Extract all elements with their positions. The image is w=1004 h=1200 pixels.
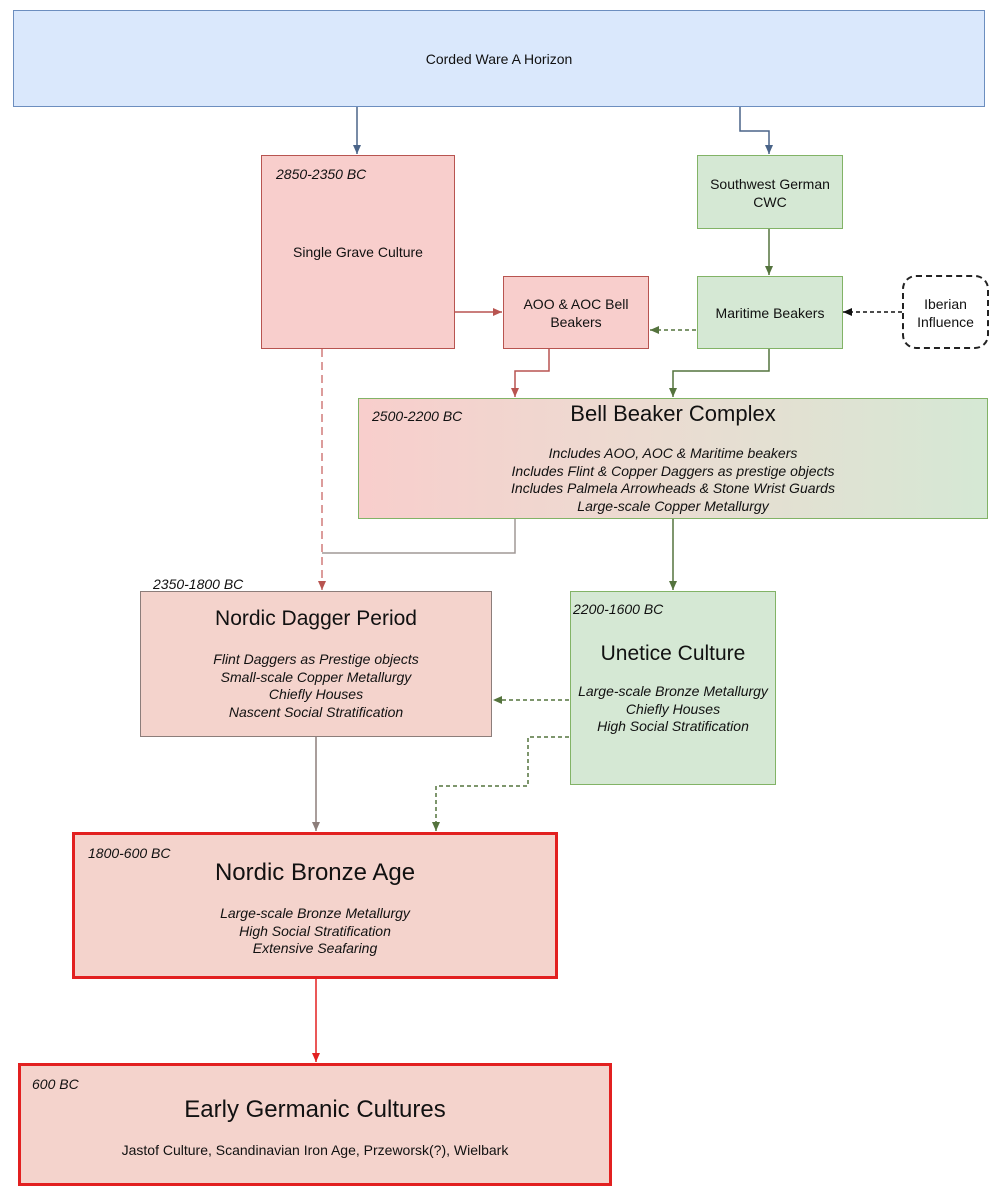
nordic-dagger-line-3: Chiefly Houses (268, 686, 364, 702)
bell-beaker-line-4: Large-scale Copper Metallurgy (577, 497, 769, 514)
nordic-dagger-line-4: Nascent Social Stratification (228, 703, 404, 720)
nordic-dagger-title: Nordic Dagger Period (215, 607, 417, 630)
nordic-dagger-line-1: Flint Daggers as Prestige objects (213, 651, 419, 667)
connector-unetice-nordicbronze (432, 736, 569, 831)
connector-aoo-bellbeaker (511, 349, 550, 397)
unetice-box[interactable]: 2200-1600 BC Unetice Culture Large-scale… (570, 591, 776, 785)
maritime-box[interactable]: Maritime Beakers (697, 276, 843, 349)
southwest-german-label-2: CWC (753, 194, 787, 210)
nordic-bronze-box[interactable]: 1800-600 BC Nordic Bronze Age Large-scal… (72, 832, 558, 979)
aoo-aoc-box[interactable]: AOO & AOC Bell Beakers (503, 276, 649, 349)
connector-bellbeaker-nordicdagger (322, 519, 516, 554)
unetice-line-2: Chiefly Houses (625, 700, 721, 717)
nordic-bronze-title: Nordic Bronze Age (214, 859, 416, 886)
unetice-line-1: Large-scale Bronze Metallurgy (578, 683, 768, 699)
southwest-german-box[interactable]: Southwest German CWC (697, 155, 843, 229)
nordic-dagger-line-2: Small-scale Copper Metallurgy (220, 668, 412, 685)
single-grave-box[interactable]: 2850-2350 BC Single Grave Culture (261, 155, 455, 349)
bell-beaker-line-2: Includes Flint & Copper Daggers as prest… (511, 462, 835, 479)
unetice-line-3: High Social Stratification (597, 718, 749, 734)
nordic-bronze-line-3: Extensive Seafaring (252, 940, 378, 956)
early-germanic-date: 600 BC (32, 1076, 79, 1092)
bell-beaker-line-1: Includes AOO, AOC & Maritime beakers (548, 445, 798, 461)
single-grave-label: Single Grave Culture (293, 244, 423, 260)
iberian-label-1: Iberian (924, 296, 967, 312)
connector-maritime-bellbeaker (669, 349, 770, 397)
bell-beaker-date: 2500-2200 BC (372, 408, 463, 424)
connector-cordedware-swgerman (739, 107, 773, 154)
early-germanic-box[interactable]: 600 BC Early Germanic Cultures Jastof Cu… (18, 1063, 612, 1186)
nordic-bronze-line-1: Large-scale Bronze Metallurgy (220, 905, 410, 921)
nordic-bronze-line-2: High Social Stratification (239, 922, 391, 939)
aoo-aoc-label-2: Beakers (550, 314, 602, 330)
unetice-title: Unetice Culture (600, 642, 746, 665)
single-grave-date: 2850-2350 BC (276, 166, 367, 182)
corded-ware-label: Corded Ware A Horizon (425, 51, 573, 67)
early-germanic-title: Early Germanic Cultures (184, 1096, 446, 1123)
nordic-dagger-box[interactable]: Nordic Dagger Period Flint Daggers as Pr… (140, 591, 492, 737)
unetice-date: 2200-1600 BC (573, 601, 664, 617)
bell-beaker-box[interactable]: 2500-2200 BC Bell Beaker Complex Include… (358, 398, 988, 519)
maritime-label: Maritime Beakers (715, 305, 825, 321)
corded-ware-box[interactable]: Corded Ware A Horizon (13, 10, 985, 107)
early-germanic-subtitle: Jastof Culture, Scandinavian Iron Age, P… (121, 1142, 509, 1158)
nordic-dagger-date: 2350-1800 BC (153, 576, 244, 592)
aoo-aoc-label-1: AOO & AOC Bell (523, 296, 629, 312)
nordic-bronze-date: 1800-600 BC (88, 845, 171, 861)
southwest-german-label-1: Southwest German (710, 176, 830, 192)
iberian-box[interactable]: Iberian Influence (902, 275, 989, 349)
iberian-label-2: Influence (917, 314, 974, 330)
bell-beaker-title: Bell Beaker Complex (570, 401, 776, 426)
bell-beaker-line-3: Includes Palmela Arrowheads & Stone Wris… (511, 480, 835, 496)
